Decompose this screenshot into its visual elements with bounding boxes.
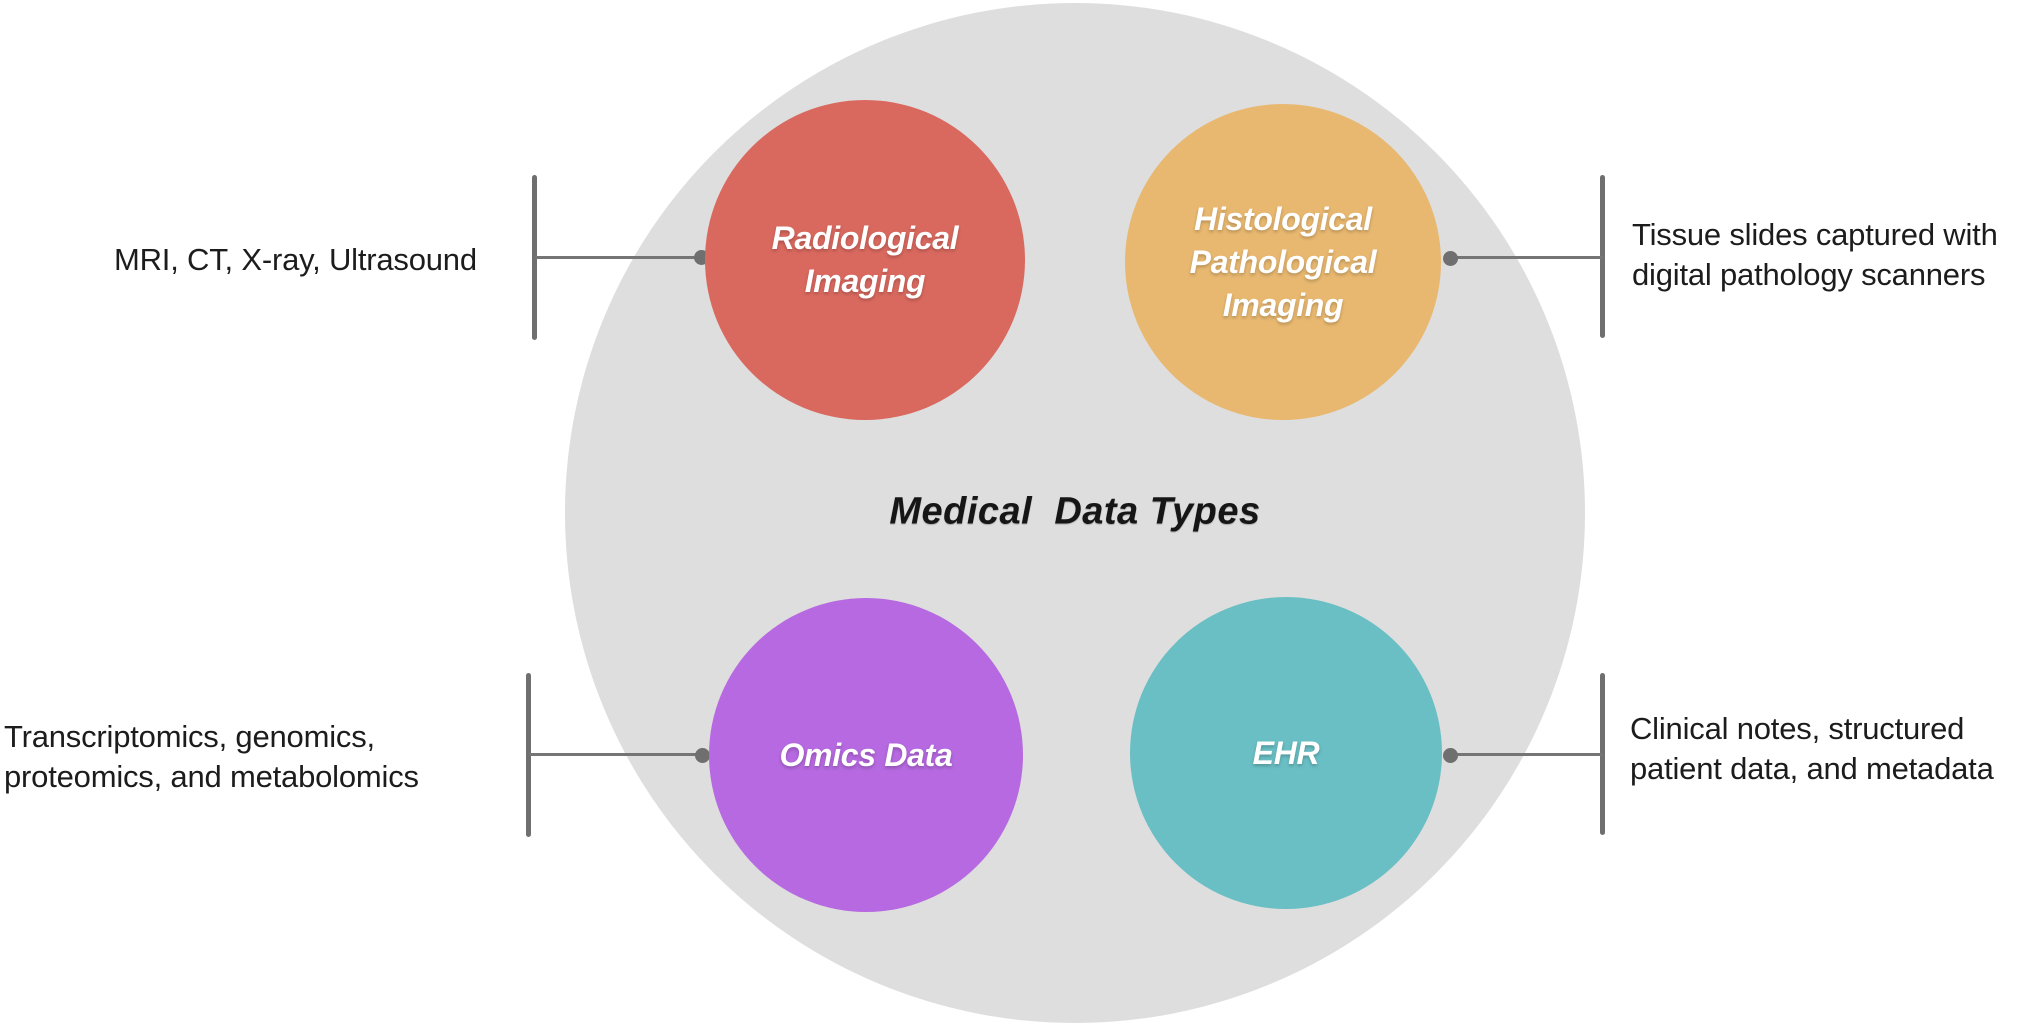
node-histological-pathological-imaging: Histological Pathological Imaging (1125, 104, 1441, 420)
annotation-radiological: MRI, CT, X-ray, Ultrasound (114, 242, 477, 277)
connector-line-ehr (1455, 753, 1603, 756)
connector-dot-omics (695, 748, 710, 763)
connector-bar-omics (526, 673, 531, 837)
node-label-radiological: Radiological Imaging (771, 220, 959, 299)
annotation-histological: Tissue slides captured with digital path… (1632, 217, 1998, 292)
connector-dot-ehr (1443, 748, 1458, 763)
node-omics-data: Omics Data (709, 598, 1023, 912)
diagram-title: Medical Data Types (889, 490, 1261, 533)
connector-line-histological (1455, 256, 1603, 259)
annotation-omics: Transcriptomics, genomics, proteomics, a… (4, 719, 419, 794)
node-label-omics: Omics Data (779, 736, 953, 773)
connector-bar-radiological (532, 175, 537, 340)
connector-line-omics (529, 753, 699, 756)
node-radiological-imaging: Radiological Imaging (705, 100, 1025, 420)
node-label-ehr: EHR (1252, 734, 1320, 771)
node-ehr: EHR (1130, 597, 1442, 909)
annotation-ehr: Clinical notes, structured patient data,… (1630, 711, 1994, 786)
node-label-histological: Histological Pathological Imaging (1189, 200, 1377, 323)
connector-dot-histological (1443, 251, 1458, 266)
connector-line-radiological (535, 256, 698, 259)
